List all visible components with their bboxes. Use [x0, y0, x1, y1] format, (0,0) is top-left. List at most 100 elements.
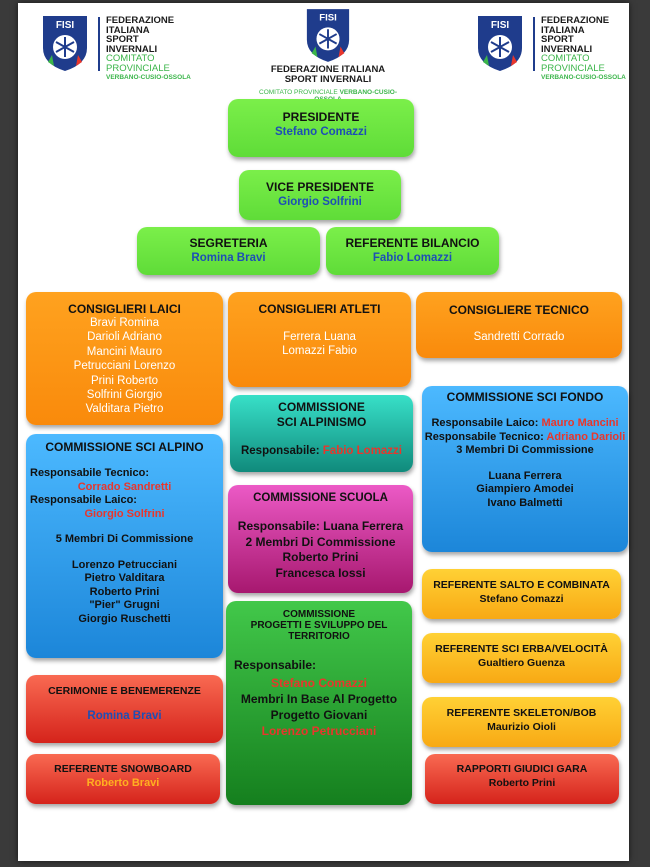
alpinismo-title-1: COMMISSIONE [278, 400, 365, 414]
alpino-laico-name: Giorgio Solfrini [84, 507, 165, 520]
logo-divider [533, 17, 535, 71]
commissione-fondo-box: COMMISSIONE SCI FONDO Responsabile Laico… [422, 386, 628, 552]
fondo-member: Ivano Balmetti [487, 496, 563, 509]
logo-line: INVERNALI [106, 43, 158, 55]
logo-center-line: SPORT INVERNALI [284, 74, 372, 85]
progetti-resp-name: Stefano Comazzi [270, 676, 367, 690]
giudici-name: Roberto Prini [488, 777, 556, 789]
logo-center-line: FEDERAZIONE ITALIANA [270, 64, 386, 75]
fisi-logo-center: FISI FEDERAZIONE ITALIANA SPORT INVERNAL… [248, 7, 408, 103]
referente-erba-box: REFERENTE SCI ERBA/VELOCITÀ Gualtiero Gu… [422, 633, 621, 683]
fondo-member: Luana Ferrera [488, 469, 562, 482]
vice-title: VICE PRESIDENTE [265, 180, 375, 194]
logo-text: FEDERAZIONE ITALIANA SPORT INVERNALI COM… [541, 16, 626, 82]
scuola-title: COMMISSIONE SCUOLA [253, 492, 388, 504]
fisi-logo-right: FISI FEDERAZIONE ITALIANA SPORT INVERNAL… [475, 14, 635, 81]
alpino-member: Roberto Prini [89, 585, 160, 598]
commissione-progetti-box: COMMISSIONE PROGETTI E SVILUPPO DEL TERR… [226, 601, 412, 805]
logo-comitato: PROVINCIALE [541, 62, 605, 74]
progetti-resp-label: Responsabile: [234, 658, 317, 672]
progetti-title: PROGETTI E SVILUPPO DEL [250, 620, 388, 631]
erba-name: Gualtiero Guenza [478, 657, 565, 669]
presidente-box: PRESIDENTE Stefano Comazzi [228, 99, 414, 157]
logo-line: ITALIANA [541, 24, 585, 36]
segreteria-title: SEGRETERIA [189, 236, 268, 250]
logo-area: VERBANO-CUSIO-OSSOLA [541, 74, 626, 81]
consiglieri-laici-box: CONSIGLIERI LAICI Bravi Romina Darioli A… [26, 292, 223, 425]
presidente-title: PRESIDENTE [282, 110, 360, 124]
vice-presidente-box: VICE PRESIDENTE Giorgio Solfrini [239, 170, 401, 220]
page: FISI FEDERAZIONE ITALIANA SPORT INVERNAL… [18, 3, 629, 861]
alpinismo-title-2: SCI ALPINISMO [276, 415, 367, 429]
cerimonie-box: CERIMONIE E BENEMERENZE Romina Bravi [26, 675, 223, 743]
skeleton-title: REFERENTE SKELETON/BOB [446, 707, 597, 719]
scuola-line: Responsabile: Luana Ferrera [237, 519, 404, 533]
giudici-title: RAPPORTI GIUDICI GARA [456, 763, 588, 775]
alpinismo-resp-label: Responsabile: [240, 445, 320, 457]
salto-title: REFERENTE SALTO E COMBINATA [433, 579, 610, 591]
skeleton-name: Maurizio Oioli [487, 721, 556, 733]
logo-comitato: COMITATO [541, 53, 590, 64]
alpino-laico-label: Responsabile Laico: [30, 494, 137, 506]
fisi-shield-icon: FISI [478, 16, 522, 71]
laici-member: Petrucciani Lorenzo [73, 360, 176, 373]
fisi-shield-icon: FISI [306, 9, 350, 62]
salto-name: Stefano Comazzi [479, 593, 564, 605]
tecnico-member: Sandretti Corrado [473, 331, 565, 343]
referente-salto-box: REFERENTE SALTO E COMBINATA Stefano Coma… [422, 569, 621, 619]
alpino-tecnico-name: Corrado Sandretti [77, 480, 172, 493]
scuola-line: Roberto Prini [282, 550, 359, 564]
fondo-tecnico: Responsabile Tecnico: Adriano Darioli [424, 430, 626, 443]
fondo-title: COMMISSIONE SCI FONDO [446, 390, 604, 404]
laici-member: Valditara Pietro [85, 403, 164, 416]
logo-comitato: PROVINCIALE [106, 62, 170, 74]
commissione-alpino-box: COMMISSIONE SCI ALPINO Responsabile Tecn… [26, 434, 223, 658]
laici-member: Mancini Mauro [86, 345, 163, 358]
atleti-title: CONSIGLIERI ATLETI [258, 302, 381, 316]
presidente-name: Stefano Comazzi [274, 126, 367, 138]
laici-member: Darioli Adriano [87, 331, 162, 344]
alpino-member: "Pier" Grugni [89, 599, 160, 611]
shield-text: FISI [319, 13, 337, 24]
bilancio-name: Fabio Lomazzi [372, 252, 453, 264]
progetti-line: Progetto Giovani [270, 708, 368, 722]
laici-member: Solfrini Giorgio [86, 389, 163, 402]
commissione-alpinismo-box: COMMISSIONE SCI ALPINISMO Responsabile: … [230, 395, 413, 472]
logo-divider [98, 17, 100, 71]
laici-title: CONSIGLIERI LAICI [68, 302, 181, 316]
fondo-member: Giampiero Amodei [476, 483, 574, 495]
logo-line: ITALIANA [106, 24, 150, 36]
progetti-extra: Lorenzo Petrucciani [261, 724, 377, 738]
tecnico-title: CONSIGLIERE TECNICO [448, 303, 589, 317]
progetti-title: TERRITORIO [288, 631, 350, 642]
snowboard-name: Roberto Bravi [86, 777, 160, 789]
cerimonie-name: Romina Bravi [87, 710, 162, 722]
referente-skeleton-box: REFERENTE SKELETON/BOB Maurizio Oioli [422, 697, 621, 747]
erba-title: REFERENTE SCI ERBA/VELOCITÀ [435, 643, 608, 655]
atleti-member: Lomazzi Fabio [282, 345, 357, 358]
fisi-shield-icon: FISI [43, 16, 87, 71]
fondo-laico: Responsabile Laico: Mauro Mancini [431, 417, 619, 429]
alpino-member: Giorgio Ruschetti [78, 612, 171, 625]
fisi-logo-left: FISI FEDERAZIONE ITALIANA SPORT INVERNAL… [40, 14, 200, 81]
alpinismo-resp-name: Fabio Lomazzi [322, 445, 403, 457]
scuola-line: 2 Membri Di Commissione [245, 534, 396, 549]
snowboard-title: REFERENTE SNOWBOARD [54, 763, 192, 775]
logo-center-comitato: COMITATO PROVINCIALE [259, 89, 338, 96]
logo-line: FEDERAZIONE [541, 15, 610, 26]
progetti-line: Membri In Base Al Progetto [240, 692, 398, 706]
alpino-member: Lorenzo Petrucciani [71, 558, 178, 571]
bilancio-box: REFERENTE BILANCIO Fabio Lomazzi [326, 227, 499, 275]
logo-line: SPORT [541, 34, 574, 45]
progetti-title: COMMISSIONE [282, 609, 356, 620]
fondo-membri: 3 Membri Di Commissione [456, 444, 594, 456]
logo-area: VERBANO-CUSIO-OSSOLA [106, 74, 191, 81]
alpino-member: Pietro Valditara [84, 572, 165, 584]
commissione-scuola-box: COMMISSIONE SCUOLA Responsabile: Luana F… [228, 485, 413, 593]
segreteria-box: SEGRETERIA Romina Bravi [137, 227, 320, 275]
alpino-title: COMMISSIONE SCI ALPINO [45, 440, 204, 454]
shield-text: FISI [56, 20, 75, 31]
consigliere-tecnico-box: CONSIGLIERE TECNICO Sandretti Corrado [416, 292, 622, 358]
segreteria-name: Romina Bravi [191, 252, 266, 264]
laici-member: Prini Roberto [90, 374, 159, 387]
